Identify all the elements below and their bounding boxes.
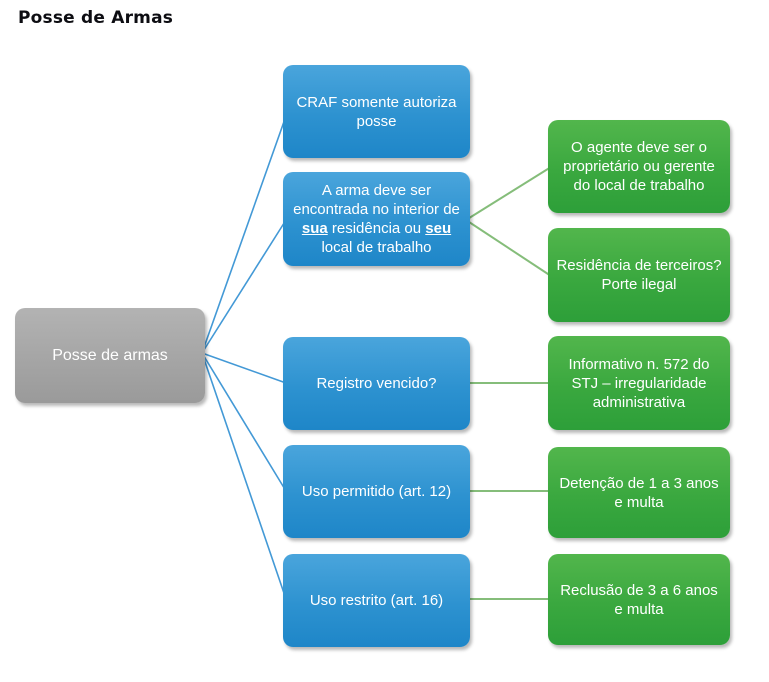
node-uso-permitido-label: Uso permitido (art. 12) xyxy=(301,483,452,500)
node-informativo: Informativo n. 572 do STJ – irregularida… xyxy=(548,336,730,430)
node-agente: O agente deve ser o proprietário ou gere… xyxy=(548,120,730,213)
node-arma-label-emph-seu: seu xyxy=(425,220,452,237)
node-residencia-terceiros-label: Residência de terceiros? Porte ilegal xyxy=(556,257,722,293)
connector-root-to-restrito xyxy=(201,352,287,600)
connector-root-to-craf xyxy=(201,115,287,354)
node-detencao-label: Detenção de 1 a 3 anos e multa xyxy=(559,474,719,511)
connector-root-to-permitido xyxy=(201,352,287,492)
connector-root-to-arma xyxy=(201,219,287,354)
node-arma-label-part: residência ou xyxy=(327,220,426,237)
node-reclusao-label: Reclusão de 3 a 6 anos e multa xyxy=(560,581,718,618)
node-arma-label: A arma deve ser encontrada no interior d… xyxy=(291,181,462,257)
node-registro-label: Registro vencido? xyxy=(316,375,437,392)
node-arma-label-emph-sua: sua xyxy=(301,220,328,237)
node-root: Posse de armas xyxy=(15,308,205,403)
connector-arma-to-agente xyxy=(465,166,552,221)
page-title: Posse de Armas xyxy=(18,8,174,28)
node-root-label: Posse de armas xyxy=(52,347,168,364)
node-craf-label: CRAF somente autoriza posse xyxy=(296,93,457,130)
node-arma-label-part: A arma deve ser encontrada no interior d… xyxy=(293,182,460,218)
connector-root-to-registro xyxy=(201,352,287,384)
node-uso-permitido: Uso permitido (art. 12) xyxy=(283,445,470,538)
node-informativo-label: Informativo n. 572 do STJ – irregularida… xyxy=(568,355,710,411)
node-agente-label: O agente deve ser o proprietário ou gere… xyxy=(563,139,715,194)
node-craf: CRAF somente autoriza posse xyxy=(283,65,470,158)
node-arma-label-part: local de trabalho xyxy=(321,239,432,256)
node-uso-restrito-label: Uso restrito (art. 16) xyxy=(309,592,444,609)
node-residencia-terceiros: Residência de terceiros? Porte ilegal xyxy=(548,228,730,322)
node-detencao: Detenção de 1 a 3 anos e multa xyxy=(548,447,730,538)
connector-arma-to-residencia xyxy=(465,219,552,277)
node-reclusao: Reclusão de 3 a 6 anos e multa xyxy=(548,554,730,645)
node-registro: Registro vencido? xyxy=(283,337,470,430)
node-arma: A arma deve ser encontrada no interior d… xyxy=(283,172,470,266)
node-uso-restrito: Uso restrito (art. 16) xyxy=(283,554,470,647)
